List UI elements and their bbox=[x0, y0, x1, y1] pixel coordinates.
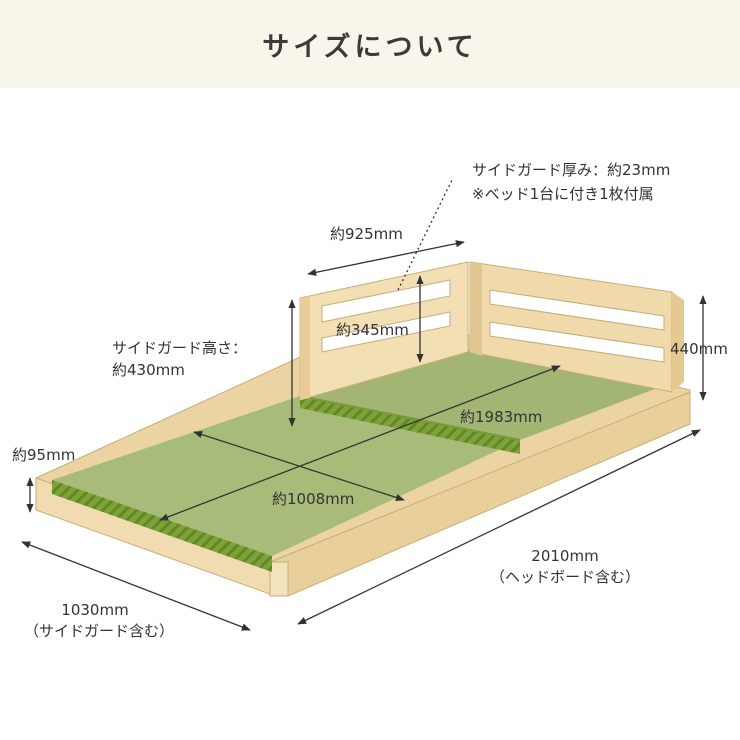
guard-gap-label: 約345mm bbox=[336, 321, 409, 339]
headboard-height-label: 440mm bbox=[670, 340, 728, 358]
arrow-inner-width bbox=[307, 240, 465, 276]
mat-length-label: 約1983mm bbox=[460, 408, 543, 426]
arrow-total-width bbox=[21, 541, 251, 631]
headboard bbox=[469, 261, 684, 393]
guard-thickness-label: サイドガード厚み：約23mm bbox=[472, 161, 671, 179]
inner-width-label: 約925mm bbox=[330, 225, 403, 243]
mat-width-label: 約1008mm bbox=[272, 490, 355, 508]
total-length-note: （ヘッドボード含む） bbox=[489, 568, 640, 586]
frame-height-label: 約95mm bbox=[12, 446, 76, 464]
title-banner: サイズについて bbox=[0, 0, 740, 88]
total-length-label: 2010mm bbox=[531, 547, 599, 565]
side-guard-height-label: サイドガード高さ： bbox=[112, 339, 248, 357]
page-title: サイズについて bbox=[262, 31, 478, 63]
guard-included-note: ※ベッド1台に付き1枚付属 bbox=[472, 185, 654, 203]
dimension-arrows bbox=[21, 179, 707, 631]
side-guard-height-value: 約430mm bbox=[112, 361, 185, 379]
total-width-label: 1030mm bbox=[61, 601, 129, 619]
arrow-total-length bbox=[297, 429, 701, 625]
leader-guard-thickness bbox=[397, 179, 453, 291]
total-width-note: （サイドガード含む） bbox=[23, 622, 174, 640]
